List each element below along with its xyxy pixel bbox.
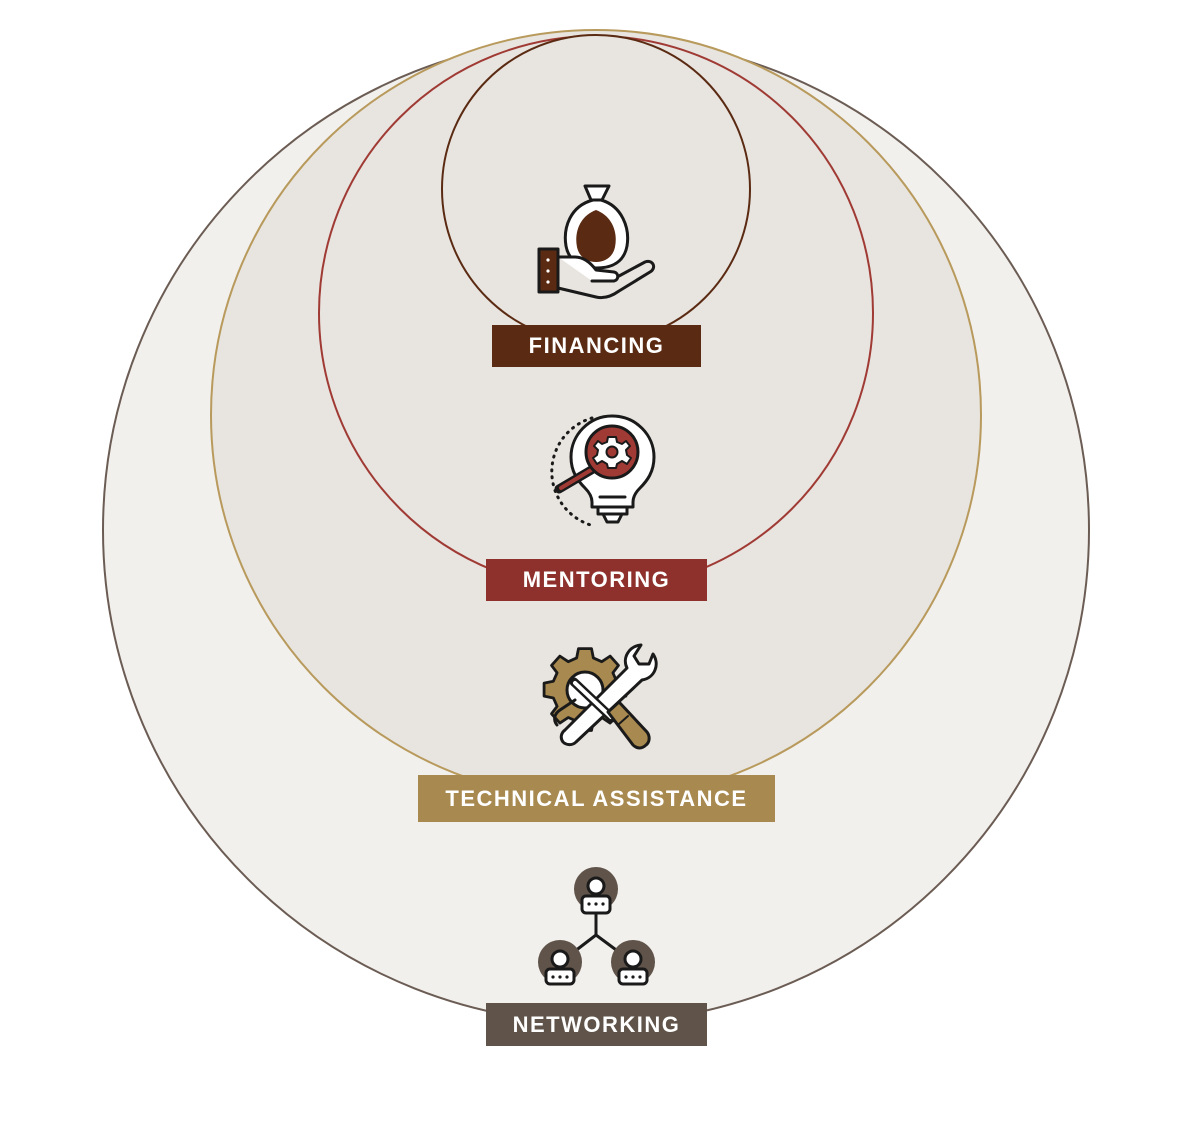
technical-assistance-label: TECHNICAL ASSISTANCE xyxy=(418,775,775,822)
network-people-icon xyxy=(538,867,655,986)
hand-money-bag-icon xyxy=(537,184,656,300)
mentoring-label: MENTORING xyxy=(486,559,707,601)
lightbulb-magnifier-gear-icon xyxy=(550,414,656,528)
gear-wrench-screwdriver-icon xyxy=(542,643,658,750)
financing-label: FINANCING xyxy=(492,325,701,367)
networking-label: NETWORKING xyxy=(486,1003,707,1046)
